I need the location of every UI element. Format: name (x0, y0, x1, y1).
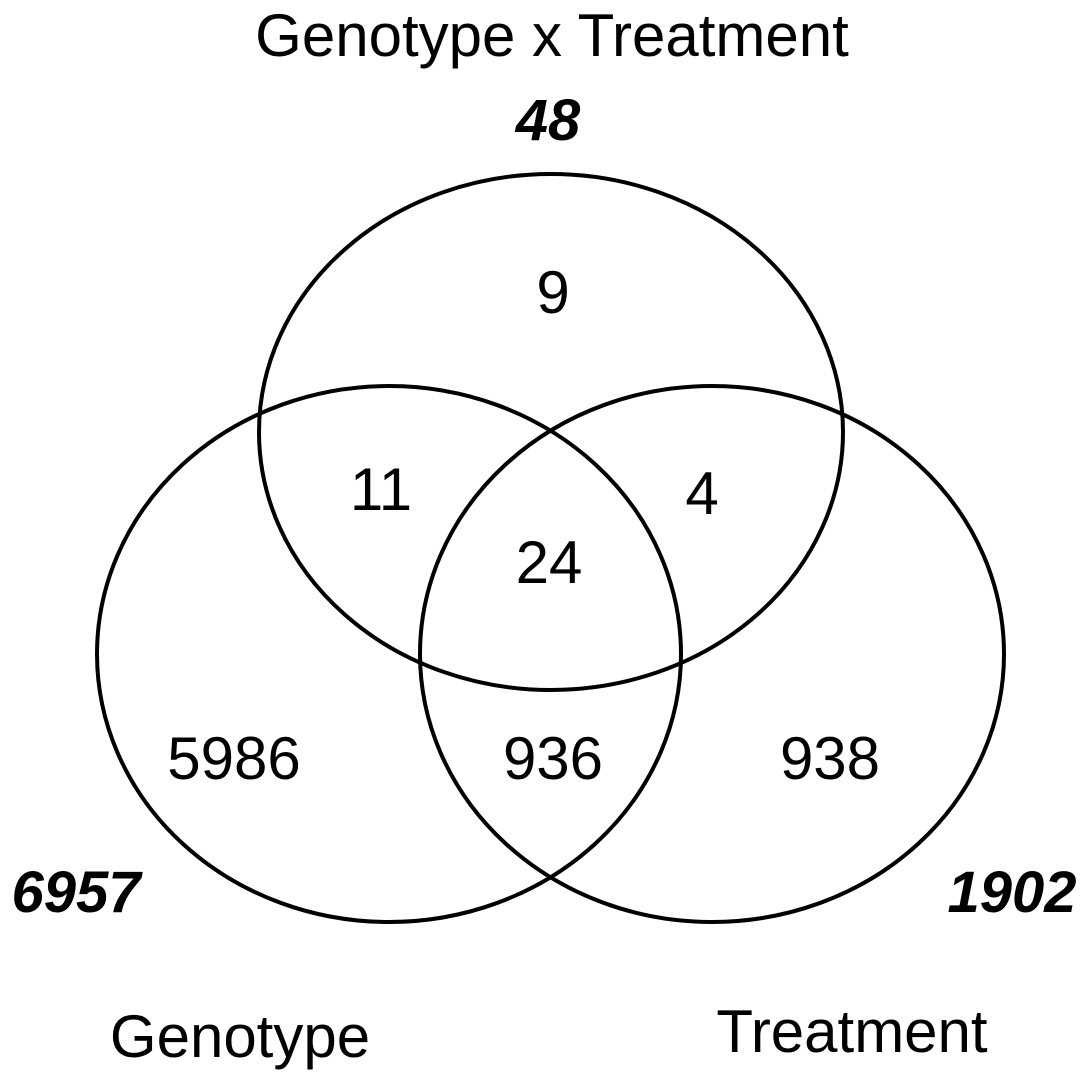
region-treatment-only: 938 (780, 725, 880, 792)
region-genotype-treatment: 936 (503, 725, 603, 792)
gxt-label: Genotype x Treatment (255, 2, 849, 69)
genotype-circle (95, 384, 683, 924)
region-all-three: 24 (516, 529, 583, 596)
treatment-label: Treatment (716, 998, 988, 1065)
genotype-total: 6957 (11, 860, 143, 925)
region-gxt-only: 9 (536, 259, 569, 326)
genotype-label: Genotype (110, 1003, 370, 1070)
region-genotype-gxt: 11 (350, 456, 412, 523)
region-treatment-gxt: 4 (685, 460, 718, 527)
region-genotype-only: 5986 (167, 725, 300, 792)
treatment-circle (418, 384, 1006, 924)
gxt-total: 48 (515, 88, 581, 153)
gxt-circle (257, 172, 845, 692)
treatment-total: 1902 (947, 860, 1076, 925)
